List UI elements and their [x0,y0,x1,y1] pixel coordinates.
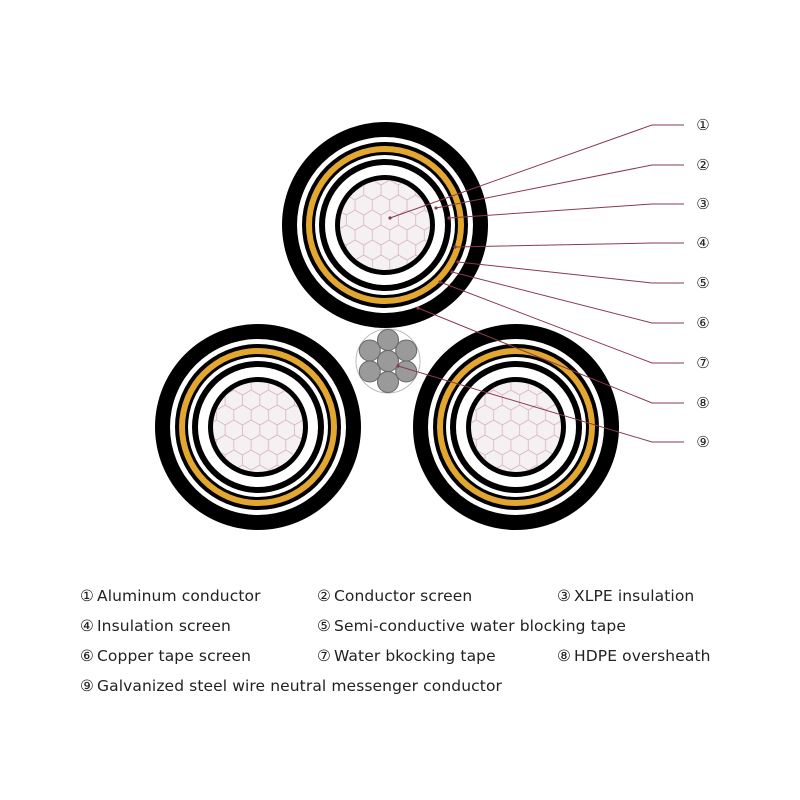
leader-line-4 [454,242,684,248]
leader-line-9 [397,365,684,443]
cable-core-1 [282,122,488,328]
conductor-strands [471,382,561,472]
callout-number-8: ⑧ [696,394,709,412]
leader-line-6 [451,271,684,324]
leader-line-5 [457,261,684,284]
steel-wire-strand [395,360,418,383]
callout-number-3: ③ [696,195,709,213]
conductor-strands [340,180,430,270]
callout-number-2: ② [696,156,709,174]
cable-core-2 [155,324,361,530]
leader-dot-9 [396,364,400,368]
callout-number-9: ⑨ [696,433,709,451]
leader-dot-3 [447,216,451,220]
leader-line-2 [435,164,684,209]
leader-dot-8 [416,306,420,310]
leader-line-7 [439,281,684,364]
leader-dot-5 [456,260,460,264]
callout-number-4: ④ [696,234,709,252]
messenger-conductor [355,328,421,394]
leader-lines [388,124,684,443]
cable-diagram: ① ② ③ ④ ⑤ ⑥ ⑦ ⑧ ⑨ [155,116,710,530]
callout-number-6: ⑥ [696,314,709,332]
steel-wire-strand [395,339,418,362]
leader-dot-1 [388,216,392,220]
steel-wire-strand [377,350,399,372]
leader-dot-4 [453,245,457,249]
leader-dot-6 [450,270,454,274]
callout-number-7: ⑦ [696,354,709,372]
cable-core-3 [413,324,619,530]
steel-wire-strand [358,360,381,383]
callout-number-1: ① [696,116,709,134]
leader-line-1 [389,124,684,219]
conductor-strands [213,382,303,472]
steel-wire-strand [377,371,399,393]
callout-numbers: ① ② ③ ④ ⑤ ⑥ ⑦ ⑧ ⑨ [696,116,709,451]
steel-wire-strand [377,329,399,351]
leader-line-8 [417,307,684,404]
callout-number-5: ⑤ [696,274,709,292]
steel-wire-strand [358,339,381,362]
cable-cores [155,122,619,530]
leader-line-3 [448,203,684,219]
leader-dot-2 [434,206,438,210]
leader-dot-7 [438,280,442,284]
